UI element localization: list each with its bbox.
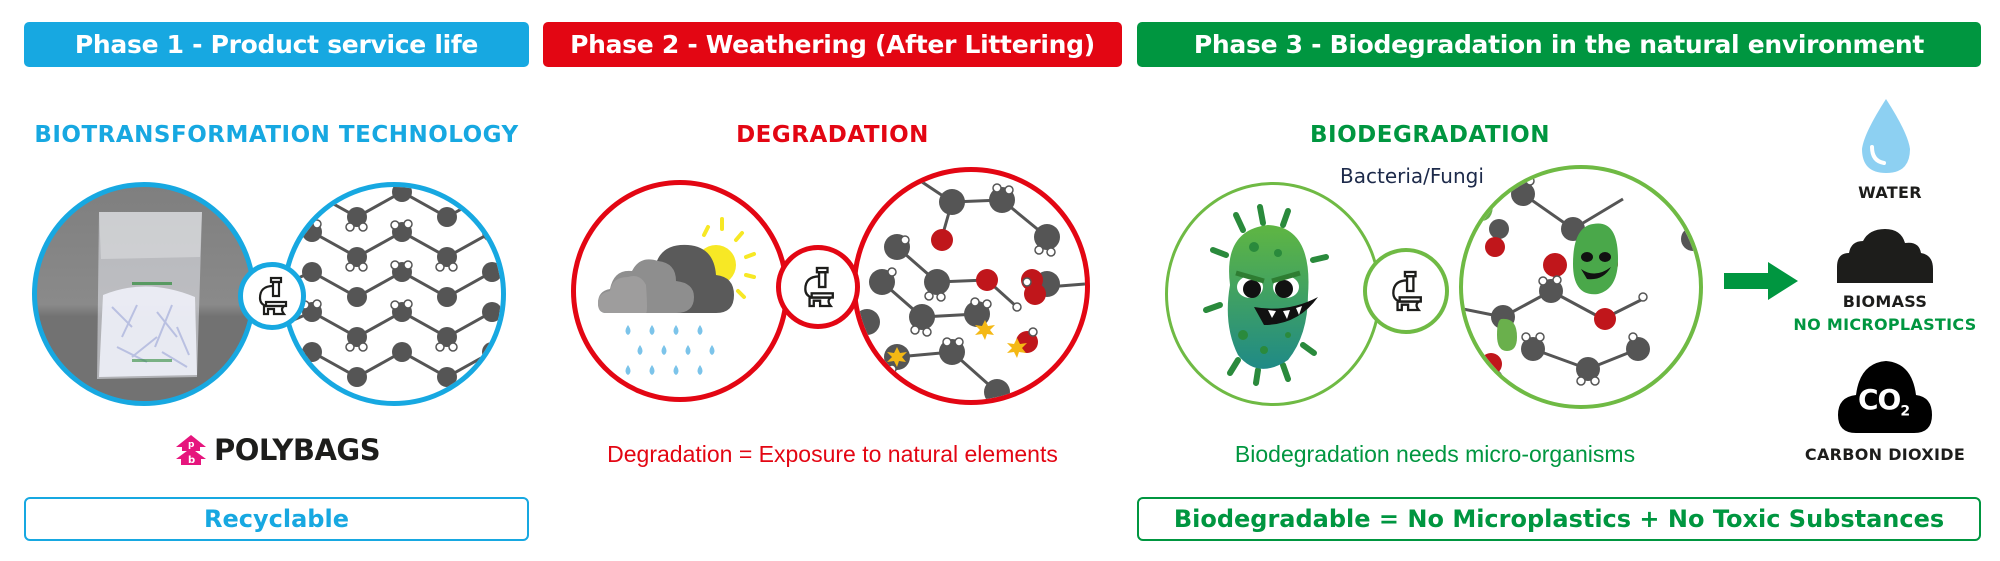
phase-3-title: BIODEGRADATION (1310, 122, 1550, 148)
svg-text:b: b (188, 455, 195, 465)
bacteria-eating-molecules (1459, 165, 1703, 409)
microscope-icon (1392, 270, 1423, 312)
phase-3-header: Phase 3 - Biodegradation in the natural … (1137, 22, 1981, 67)
biodegradable-box: Biodegradable = No Microplastics + No To… (1137, 497, 1981, 541)
co2-cloud-icon: CO2 (1836, 357, 1934, 433)
microscope-icon (804, 266, 835, 308)
polybags-house-icon: p b (176, 435, 206, 465)
co2-text: CO2 (1858, 383, 1910, 420)
water-label: WATER (1858, 183, 1922, 202)
phase-2-header-text: Phase 2 - Weathering (After Littering) (570, 30, 1095, 59)
biodegradable-label: Biodegradable = No Microplastics + No To… (1173, 505, 1945, 533)
water-drop-icon (1862, 99, 1910, 173)
rain-cloud-sun (571, 180, 789, 402)
recyclable-box: Recyclable (24, 497, 529, 541)
phase-1-header: Phase 1 - Product service life (24, 22, 529, 67)
plastic-bag-photo (32, 182, 256, 406)
phase-2-title: DEGRADATION (736, 122, 929, 148)
biomass-label: BIOMASS (1842, 292, 1928, 311)
biomass-icon (1837, 229, 1933, 283)
degradation-caption: Degradation = Exposure to natural elemen… (607, 441, 1058, 467)
recyclable-label: Recyclable (204, 505, 349, 533)
bacteria-fungi-label: Bacteria/Fungi (1340, 164, 1484, 188)
biodegradation-caption: Biodegradation needs micro-organisms (1234, 441, 1636, 467)
phase-1-header-text: Phase 1 - Product service life (74, 30, 479, 59)
phase-1-title: BIOTRANSFORMATION TECHNOLOGY (34, 122, 519, 148)
polybags-logo-text: POLYBAGS (214, 433, 381, 467)
microscope-connector-3 (1363, 248, 1449, 334)
phase-2-header: Phase 2 - Weathering (After Littering) (543, 22, 1122, 67)
svg-text:p: p (188, 440, 195, 450)
microscope-connector-1 (238, 262, 306, 330)
polymer-chain-molecules (282, 182, 506, 406)
right-arrow-icon (1724, 262, 1798, 300)
microscope-connector-2 (776, 245, 860, 329)
broken-polymer-molecules (852, 167, 1090, 405)
microscope-icon (258, 276, 288, 316)
bacteria-character (1165, 182, 1381, 406)
phase-3-header-text: Phase 3 - Biodegradation in the natural … (1193, 30, 1925, 59)
no-microplastics-label: NO MICROPLASTICS (1793, 315, 1977, 334)
carbon-dioxide-label: CARBON DIOXIDE (1804, 445, 1966, 464)
polybags-logo: p b POLYBAGS (174, 433, 381, 467)
